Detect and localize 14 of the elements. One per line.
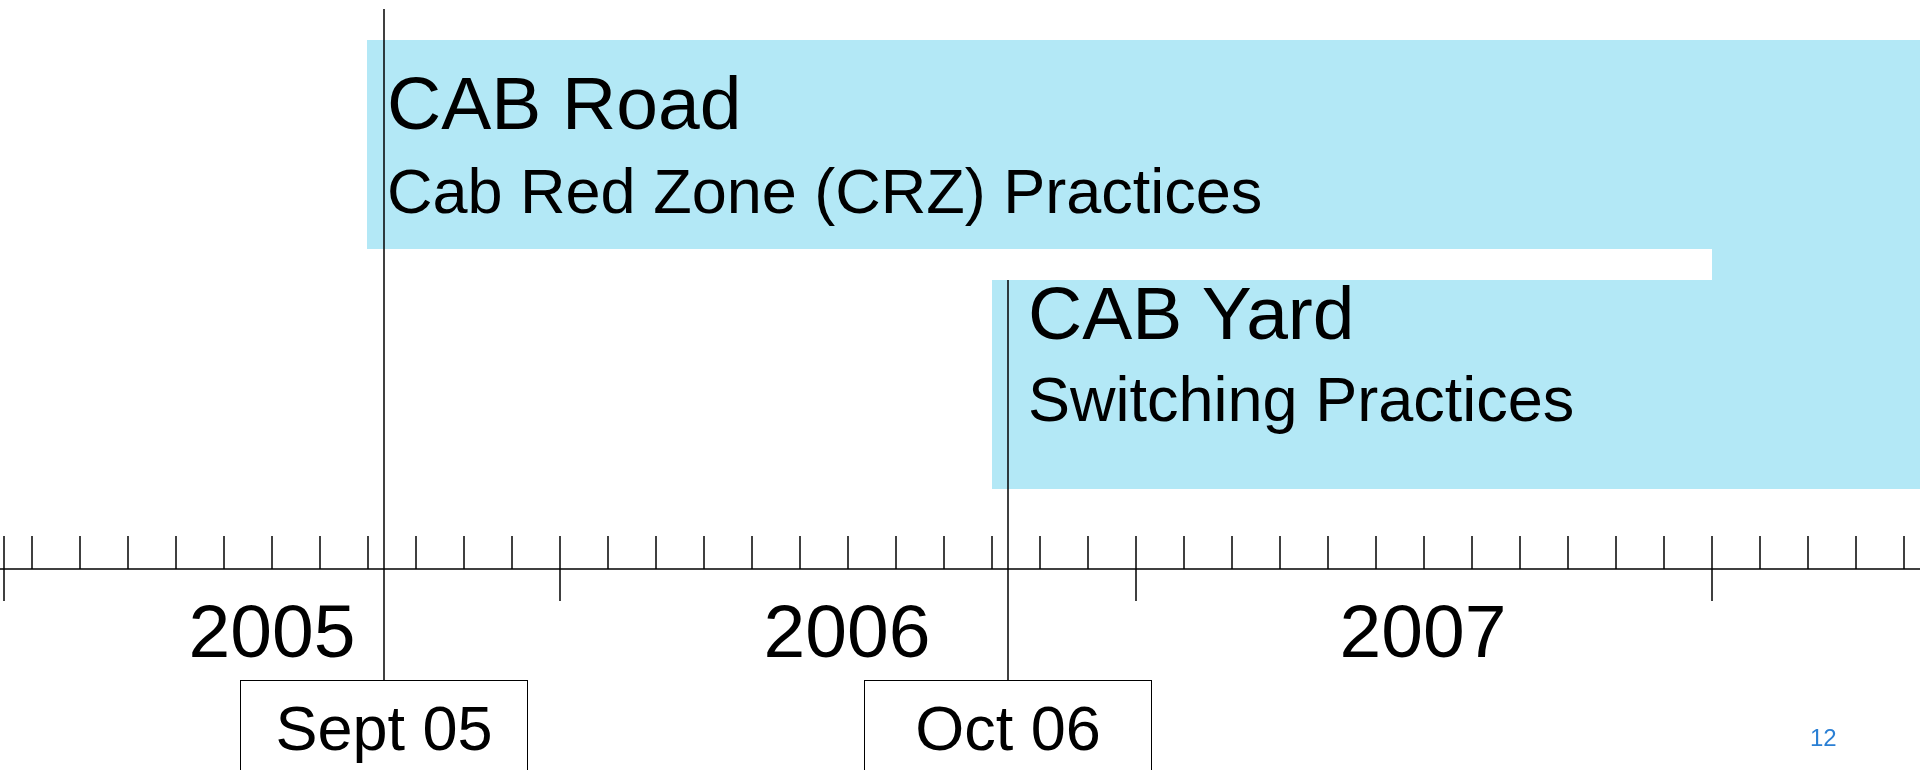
year-label: 2007 xyxy=(1339,594,1507,669)
year-label: 2005 xyxy=(188,594,356,669)
marker-line xyxy=(1007,279,1009,681)
date-label: Sept 05 xyxy=(275,691,493,764)
bar-title: CAB Road xyxy=(387,66,742,141)
timeline-bar xyxy=(992,249,1920,489)
page-number: 12 xyxy=(1810,724,1837,752)
marker-line xyxy=(383,8,385,681)
date-box xyxy=(240,680,528,770)
timeline-bar xyxy=(367,40,1920,249)
date-box xyxy=(864,680,1152,770)
date-label: Oct 06 xyxy=(915,691,1101,764)
year-label: 2006 xyxy=(763,594,931,669)
bar-title: CAB Yard xyxy=(1028,276,1355,351)
